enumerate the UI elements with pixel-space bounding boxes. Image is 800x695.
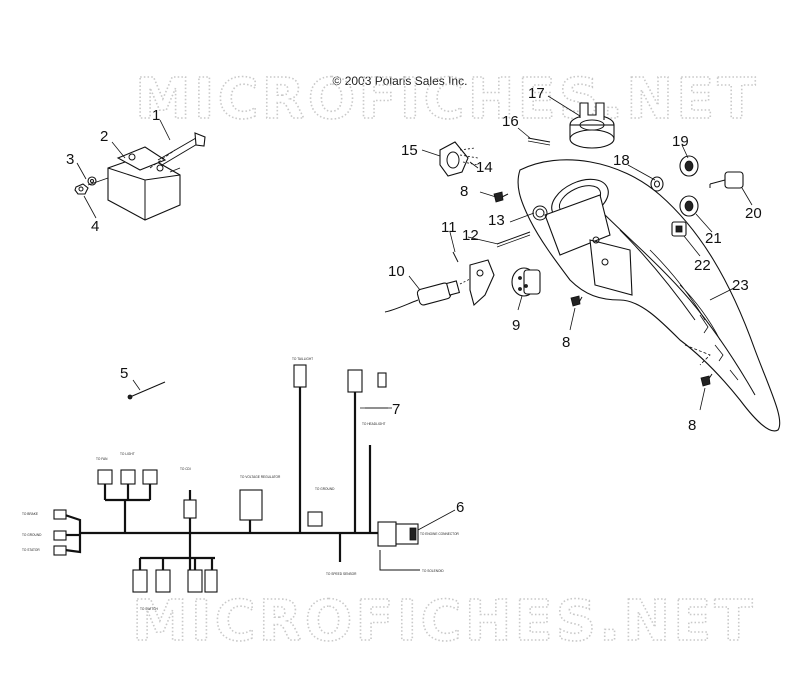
rear-fender-assembly	[384, 102, 781, 432]
label-light: TO LIGHT	[120, 452, 135, 456]
screw-lower	[700, 373, 713, 387]
label-fan: TO FAN	[96, 457, 108, 461]
nut	[74, 183, 89, 195]
part-5-strap	[127, 381, 166, 400]
callout-6: 6	[456, 499, 464, 516]
part-10-sensor	[384, 278, 471, 313]
callout-11: 11	[441, 219, 457, 236]
callout-7: 7	[392, 401, 400, 418]
label-left3: TO STATOR	[22, 548, 40, 552]
callout-2: 2	[100, 128, 108, 145]
callout-13: 13	[488, 212, 505, 229]
callout-4: 4	[91, 218, 99, 235]
label-lower: TO SWITCH	[140, 607, 159, 611]
callout-16: 16	[502, 113, 519, 130]
callout-numbers: 1 2 3 4 5 6 7 8 8 8 9 10 11 12 13 14 15 …	[66, 85, 762, 516]
callout-12: 12	[462, 227, 479, 244]
regulator-assembly	[74, 132, 206, 221]
part-15-bracket	[439, 141, 469, 177]
callout-17: 17	[528, 85, 545, 102]
callout-8-lower: 8	[688, 417, 696, 434]
screw-upper	[493, 191, 509, 203]
label-cdi: TO CDI	[180, 467, 191, 471]
callout-21: 21	[705, 230, 722, 247]
callout-10: 10	[388, 263, 405, 280]
label-solenoid: TO SOLENOID	[422, 569, 444, 573]
callout-3: 3	[66, 151, 74, 168]
callout-19: 19	[672, 133, 689, 150]
callout-22: 22	[694, 257, 711, 274]
wiring-harness: TO BRAKE TO GROUND TO STATOR TO FAN TO L…	[22, 357, 460, 611]
label-engine: TO ENGINE CONNECTOR	[420, 532, 460, 536]
callout-8-mid: 8	[562, 334, 570, 351]
callout-9: 9	[512, 317, 520, 334]
screw-mid	[570, 295, 583, 307]
label-headlight: TO HEADLIGHT	[362, 422, 386, 426]
watermark-top: MICROFICHES.NET	[135, 67, 759, 132]
label-speed: TO SPEED SENSOR	[326, 572, 357, 576]
label-ground: TO GROUND	[315, 487, 335, 491]
label-regulator: TO VOLTAGE REGULATOR	[240, 475, 281, 479]
label-left1: TO BRAKE	[22, 512, 38, 516]
part-bracket	[469, 259, 495, 307]
callout-23: 23	[732, 277, 749, 294]
callout-18: 18	[613, 152, 630, 169]
part-17-socket	[569, 102, 615, 149]
callout-20: 20	[745, 205, 762, 222]
leader-lines	[76, 95, 753, 531]
label-left2: TO GROUND	[22, 533, 42, 537]
callout-5: 5	[120, 365, 128, 382]
part-9-switch	[511, 267, 541, 297]
copyright-text: © 2003 Polaris Sales Inc.	[332, 74, 468, 88]
watermark-bottom: MICROFICHES.NET	[132, 589, 756, 654]
callout-14: 14	[476, 159, 493, 176]
regulator-flange	[116, 146, 167, 171]
callout-15: 15	[401, 142, 418, 159]
callout-1: 1	[152, 107, 160, 124]
callout-8-upper: 8	[460, 183, 468, 200]
label-tail: TO TAILLIGHT	[292, 357, 313, 361]
